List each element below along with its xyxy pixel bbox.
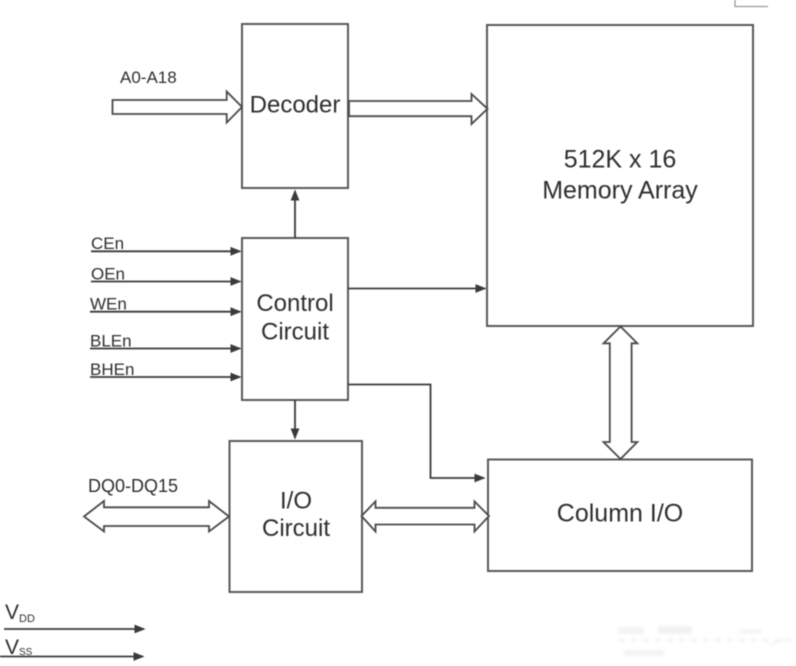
svg-text:Memory Array: Memory Array xyxy=(542,177,698,205)
svg-text:CEn: CEn xyxy=(91,234,124,253)
svg-text:Circuit: Circuit xyxy=(261,319,329,346)
svg-text:Decoder: Decoder xyxy=(250,92,341,119)
svg-text:I/O: I/O xyxy=(280,488,312,515)
svg-text:DQ0-DQ15: DQ0-DQ15 xyxy=(88,476,178,496)
svg-text:Circuit: Circuit xyxy=(262,515,330,542)
svg-text:BLEn: BLEn xyxy=(90,332,132,351)
svg-text:Column I/O: Column I/O xyxy=(557,500,683,528)
svg-text:A0-A18: A0-A18 xyxy=(120,68,177,87)
svg-text:Control: Control xyxy=(256,290,333,317)
svg-text:512K x 16: 512K x 16 xyxy=(564,146,677,174)
svg-text:WEn: WEn xyxy=(90,295,127,314)
svg-text:BHEn: BHEn xyxy=(90,360,134,379)
svg-text:OEn: OEn xyxy=(91,265,125,284)
